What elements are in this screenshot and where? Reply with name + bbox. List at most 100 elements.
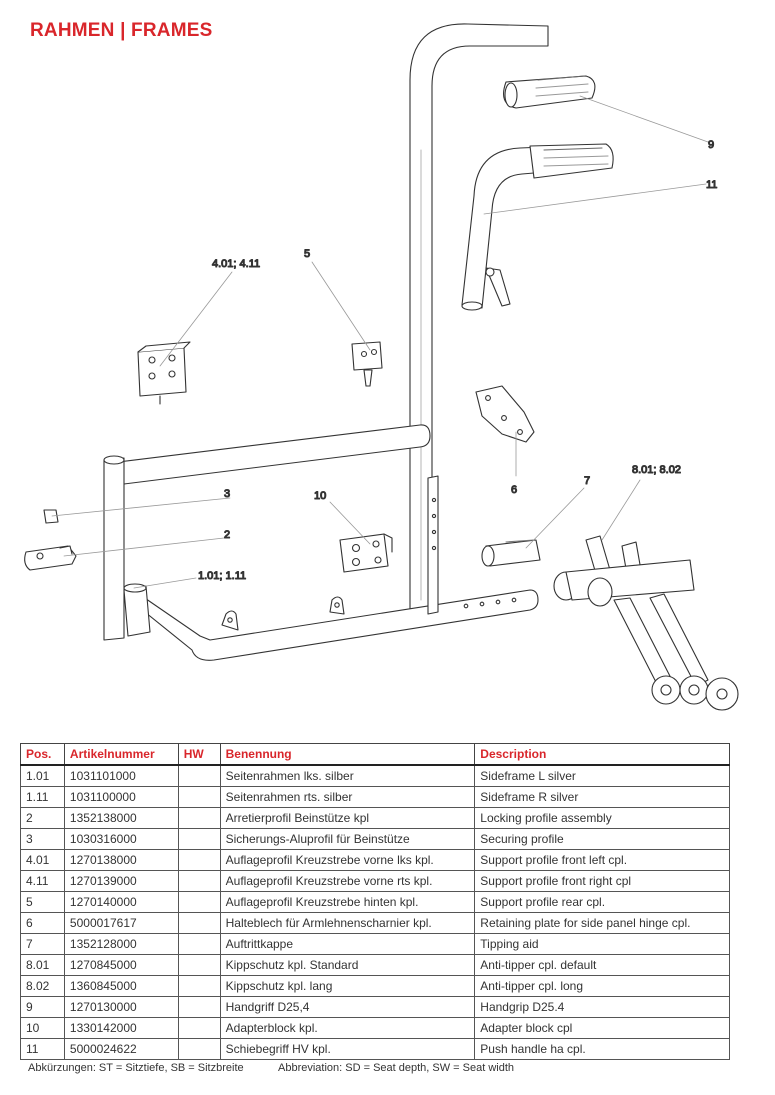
cell-description: Locking profile assembly: [474, 807, 730, 829]
cell-hw: [177, 1038, 221, 1060]
cell-pos: 11: [20, 1038, 65, 1060]
cell-hw: [177, 912, 221, 934]
cell-pos: 8.02: [20, 975, 65, 997]
cell-pos: 2: [20, 807, 65, 829]
cell-pos: 10: [20, 1017, 65, 1039]
cell-article-number: 5000017617: [63, 912, 179, 934]
abbreviation-note-de: Abkürzungen: ST = Sitztiefe, SB = Sitzbr…: [28, 1062, 244, 1074]
anti-tipper-drawing: [553, 535, 739, 711]
cell-benennung: Halteblech für Armlehnenscharnier kpl.: [219, 912, 476, 934]
cell-benennung: Schiebegriff HV kpl.: [219, 1038, 476, 1060]
cell-pos: 6: [20, 912, 65, 934]
cell-description: Sideframe R silver: [474, 786, 730, 808]
callout-4-01: 4.01; 4.11: [212, 258, 260, 270]
cell-hw: [177, 975, 221, 997]
cell-benennung: Arretierprofil Beinstütze kpl: [219, 807, 476, 829]
cell-hw: [177, 891, 221, 913]
cell-hw: [177, 870, 221, 892]
cell-description: Adapter block cpl: [474, 1017, 730, 1039]
cell-benennung: Auflageprofil Kreuzstrebe vorne rts kpl.: [219, 870, 476, 892]
cell-description: Anti-tipper cpl. default: [474, 954, 730, 976]
col-header-description: Description: [474, 743, 730, 766]
support-profile-rear-drawing: [351, 341, 383, 387]
cell-benennung: Sicherungs-Aluprofil für Beinstütze: [219, 828, 476, 850]
callout-11: 11: [706, 179, 717, 191]
cell-article-number: 1270140000: [63, 891, 179, 913]
cell-hw: [177, 1017, 221, 1039]
cell-pos: 4.01: [20, 849, 65, 871]
cell-pos: 1.01: [20, 764, 65, 787]
cell-hw: [177, 786, 221, 808]
handgrip-drawing: [503, 75, 596, 109]
cell-article-number: 1030316000: [63, 828, 179, 850]
cell-pos: 9: [20, 996, 65, 1018]
callout-3: 3: [224, 488, 230, 500]
cell-description: Handgrip D25.4: [474, 996, 730, 1018]
exploded-parts-diagram: 9 11 4.01; 4.11 5 3 2 10 1.01; 1.11 6 7 …: [24, 23, 739, 711]
cell-pos: 3: [20, 828, 65, 850]
callout-1-01: 1.01; 1.11: [198, 570, 246, 582]
cell-article-number: 1270845000: [63, 954, 179, 976]
page-title: RAHMEN | FRAMES: [30, 20, 213, 41]
push-handle-drawing: [461, 143, 614, 311]
cell-article-number: 1352138000: [63, 807, 179, 829]
cell-hw: [177, 828, 221, 850]
cell-description: Sideframe L silver: [474, 764, 730, 787]
cell-article-number: 1330142000: [63, 1017, 179, 1039]
cell-description: Anti-tipper cpl. long: [474, 975, 730, 997]
col-header-artikelnummer: Artikelnummer: [63, 743, 179, 766]
callout-6: 6: [511, 484, 517, 496]
col-header-benennung: Benennung: [219, 743, 476, 766]
callout-2: 2: [224, 529, 230, 541]
tipping-aid-drawing: [481, 539, 541, 567]
cell-description: Push handle ha cpl.: [474, 1038, 730, 1060]
adapter-block-drawing: [339, 533, 393, 573]
cell-description: Retaining plate for side panel hinge cpl…: [474, 912, 730, 934]
cell-pos: 5: [20, 891, 65, 913]
cell-article-number: 1352128000: [63, 933, 179, 955]
table-header-row: Pos. Artikelnummer HW Benennung Descript…: [20, 743, 730, 766]
parts-table: Pos. Artikelnummer HW Benennung Descript…: [20, 743, 730, 1060]
cell-benennung: Adapterblock kpl.: [219, 1017, 476, 1039]
callout-8-01: 8.01; 8.02: [632, 464, 681, 476]
cell-hw: [177, 849, 221, 871]
cell-description: Support profile front left cpl.: [474, 849, 730, 871]
cell-benennung: Handgriff D25,4: [219, 996, 476, 1018]
cell-pos: 8.01: [20, 954, 65, 976]
cell-article-number: 5000024622: [63, 1038, 179, 1060]
col-header-pos: Pos.: [20, 743, 65, 766]
leader-lines: [51, 95, 709, 589]
cell-article-number: 1031101000: [63, 764, 179, 787]
callout-5: 5: [304, 248, 310, 260]
securing-profile-drawing: [43, 509, 59, 524]
locking-profile-drawing: [24, 545, 77, 571]
cell-hw: [177, 933, 221, 955]
sideframe-drawing: [103, 23, 549, 661]
cell-hw: [177, 996, 221, 1018]
cell-article-number: 1270139000: [63, 870, 179, 892]
cell-article-number: 1270138000: [63, 849, 179, 871]
cell-benennung: Seitenrahmen rts. silber: [219, 786, 476, 808]
cell-description: Support profile rear cpl.: [474, 891, 730, 913]
cell-hw: [177, 954, 221, 976]
support-profile-front-drawing: [137, 341, 191, 405]
cell-benennung: Kippschutz kpl. Standard: [219, 954, 476, 976]
cell-pos: 1.11: [20, 786, 65, 808]
cell-hw: [177, 807, 221, 829]
callout-10: 10: [314, 490, 326, 502]
abbreviation-note-en: Abbreviation: SD = Seat depth, SW = Seat…: [278, 1062, 515, 1074]
cell-description: Securing profile: [474, 828, 730, 850]
retaining-plate-drawing: [475, 385, 535, 443]
cell-article-number: 1031100000: [63, 786, 179, 808]
cell-article-number: 1270130000: [63, 996, 179, 1018]
